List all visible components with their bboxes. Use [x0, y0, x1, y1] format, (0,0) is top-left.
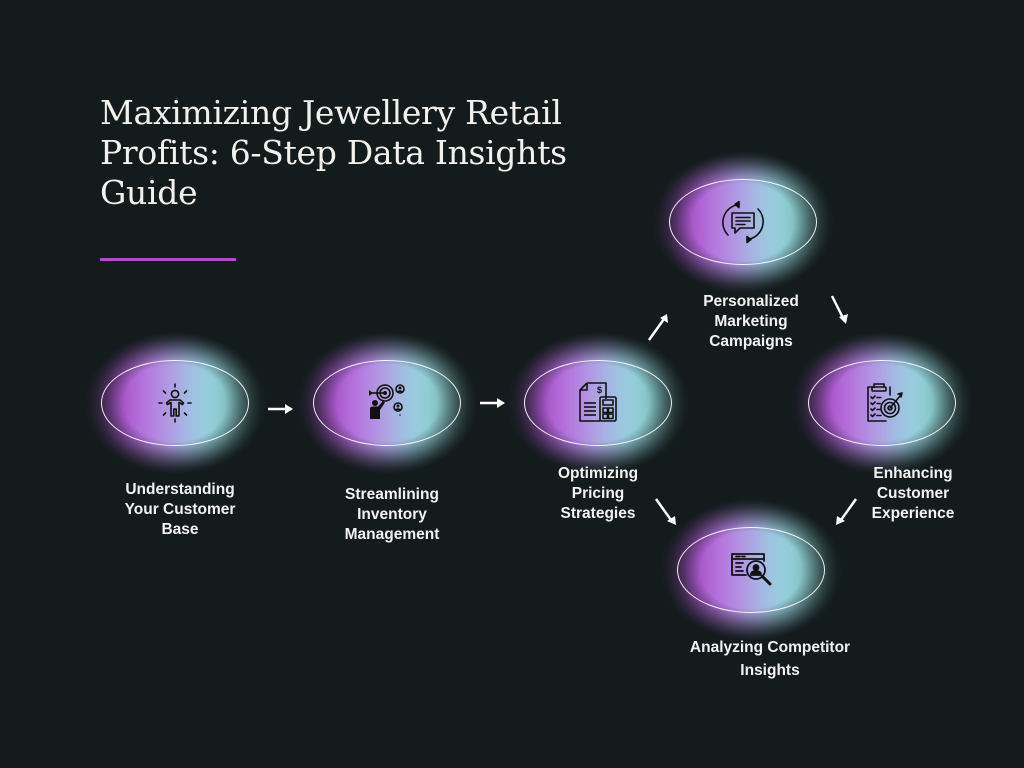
arrow-down-right-icon [654, 498, 678, 526]
step-label: Optimizing Pricing Strategies [557, 465, 639, 522]
step-node-optimizing-pricing: $ [506, 332, 690, 474]
title-underline [100, 258, 236, 261]
step-label: Personalized Marketing Campaigns [703, 293, 799, 350]
arrow-right-icon [268, 402, 294, 416]
person-radiating-icon [153, 381, 197, 425]
step-node-streamlining-inventory [295, 332, 479, 474]
step-label: Enhancing Customer Experience [871, 465, 955, 522]
invoice-calculator-icon: $ [576, 381, 620, 425]
step-node-understanding-customer-base [83, 332, 267, 474]
chat-cycle-icon [721, 200, 765, 244]
node-outline [313, 360, 461, 446]
node-outline [677, 527, 825, 613]
step-label: Analyzing Competitor Insights [689, 639, 851, 679]
step-label: Streamlining Inventory Management [344, 486, 440, 543]
svg-text:$: $ [597, 385, 602, 395]
node-outline [101, 360, 249, 446]
page-title: Maximizing Jewellery Retail Profits: 6-S… [100, 93, 567, 212]
node-outline [669, 179, 817, 265]
clipboard-target-icon [860, 381, 904, 425]
profile-search-icon [729, 548, 773, 592]
node-outline [524, 360, 672, 446]
node-outline [808, 360, 956, 446]
arrow-up-right-icon [647, 313, 671, 341]
step-label: Understanding Your Customer Base [124, 481, 236, 538]
target-strategy-icon [365, 381, 409, 425]
arrow-right-icon [480, 396, 506, 410]
step-node-analyzing-competitors [659, 499, 843, 641]
arrow-down-right-icon [830, 295, 850, 325]
step-node-personalized-marketing [651, 151, 835, 293]
step-node-enhancing-experience [790, 332, 974, 474]
arrow-down-left-icon [834, 498, 858, 526]
